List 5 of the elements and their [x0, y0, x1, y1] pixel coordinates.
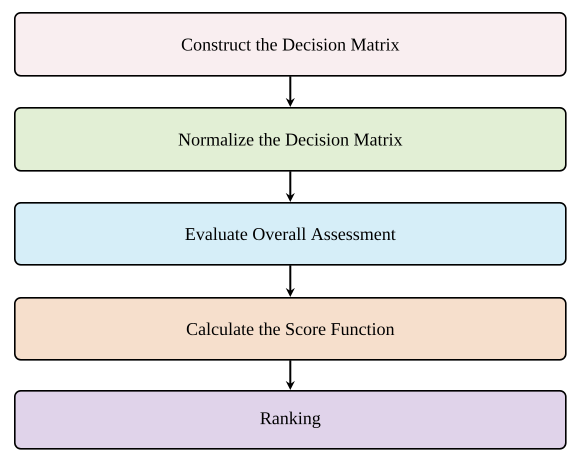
process-box: Calculate the Score Function — [14, 297, 567, 361]
process-box: Ranking — [14, 390, 567, 450]
process-box: Construct the Decision Matrix — [14, 12, 567, 77]
process-box: Normalize the Decision Matrix — [14, 107, 567, 172]
process-box: Evaluate Overall Assessment — [14, 202, 567, 266]
